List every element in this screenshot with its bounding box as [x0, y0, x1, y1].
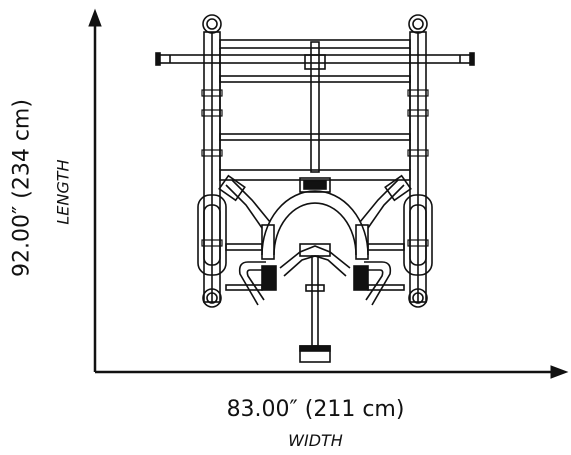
length-dimension-value: 92.00″ (234 cm) [9, 99, 35, 277]
right-upright [403, 14, 433, 308]
width-dimension-value: 83.00″ (211 cm) [226, 397, 405, 422]
machine-drawing [155, 14, 475, 363]
length-dimension-label: LENGTH [53, 159, 73, 225]
dimension-axes [88, 8, 569, 379]
center-arch [261, 177, 369, 260]
swing-arms [218, 174, 412, 229]
width-axis-arrowhead [550, 365, 569, 379]
main-frame [219, 39, 411, 181]
center-post [299, 255, 331, 363]
length-axis-arrowhead [88, 8, 102, 27]
left-upright [197, 14, 227, 308]
width-dimension-label: WIDTH [288, 431, 343, 450]
